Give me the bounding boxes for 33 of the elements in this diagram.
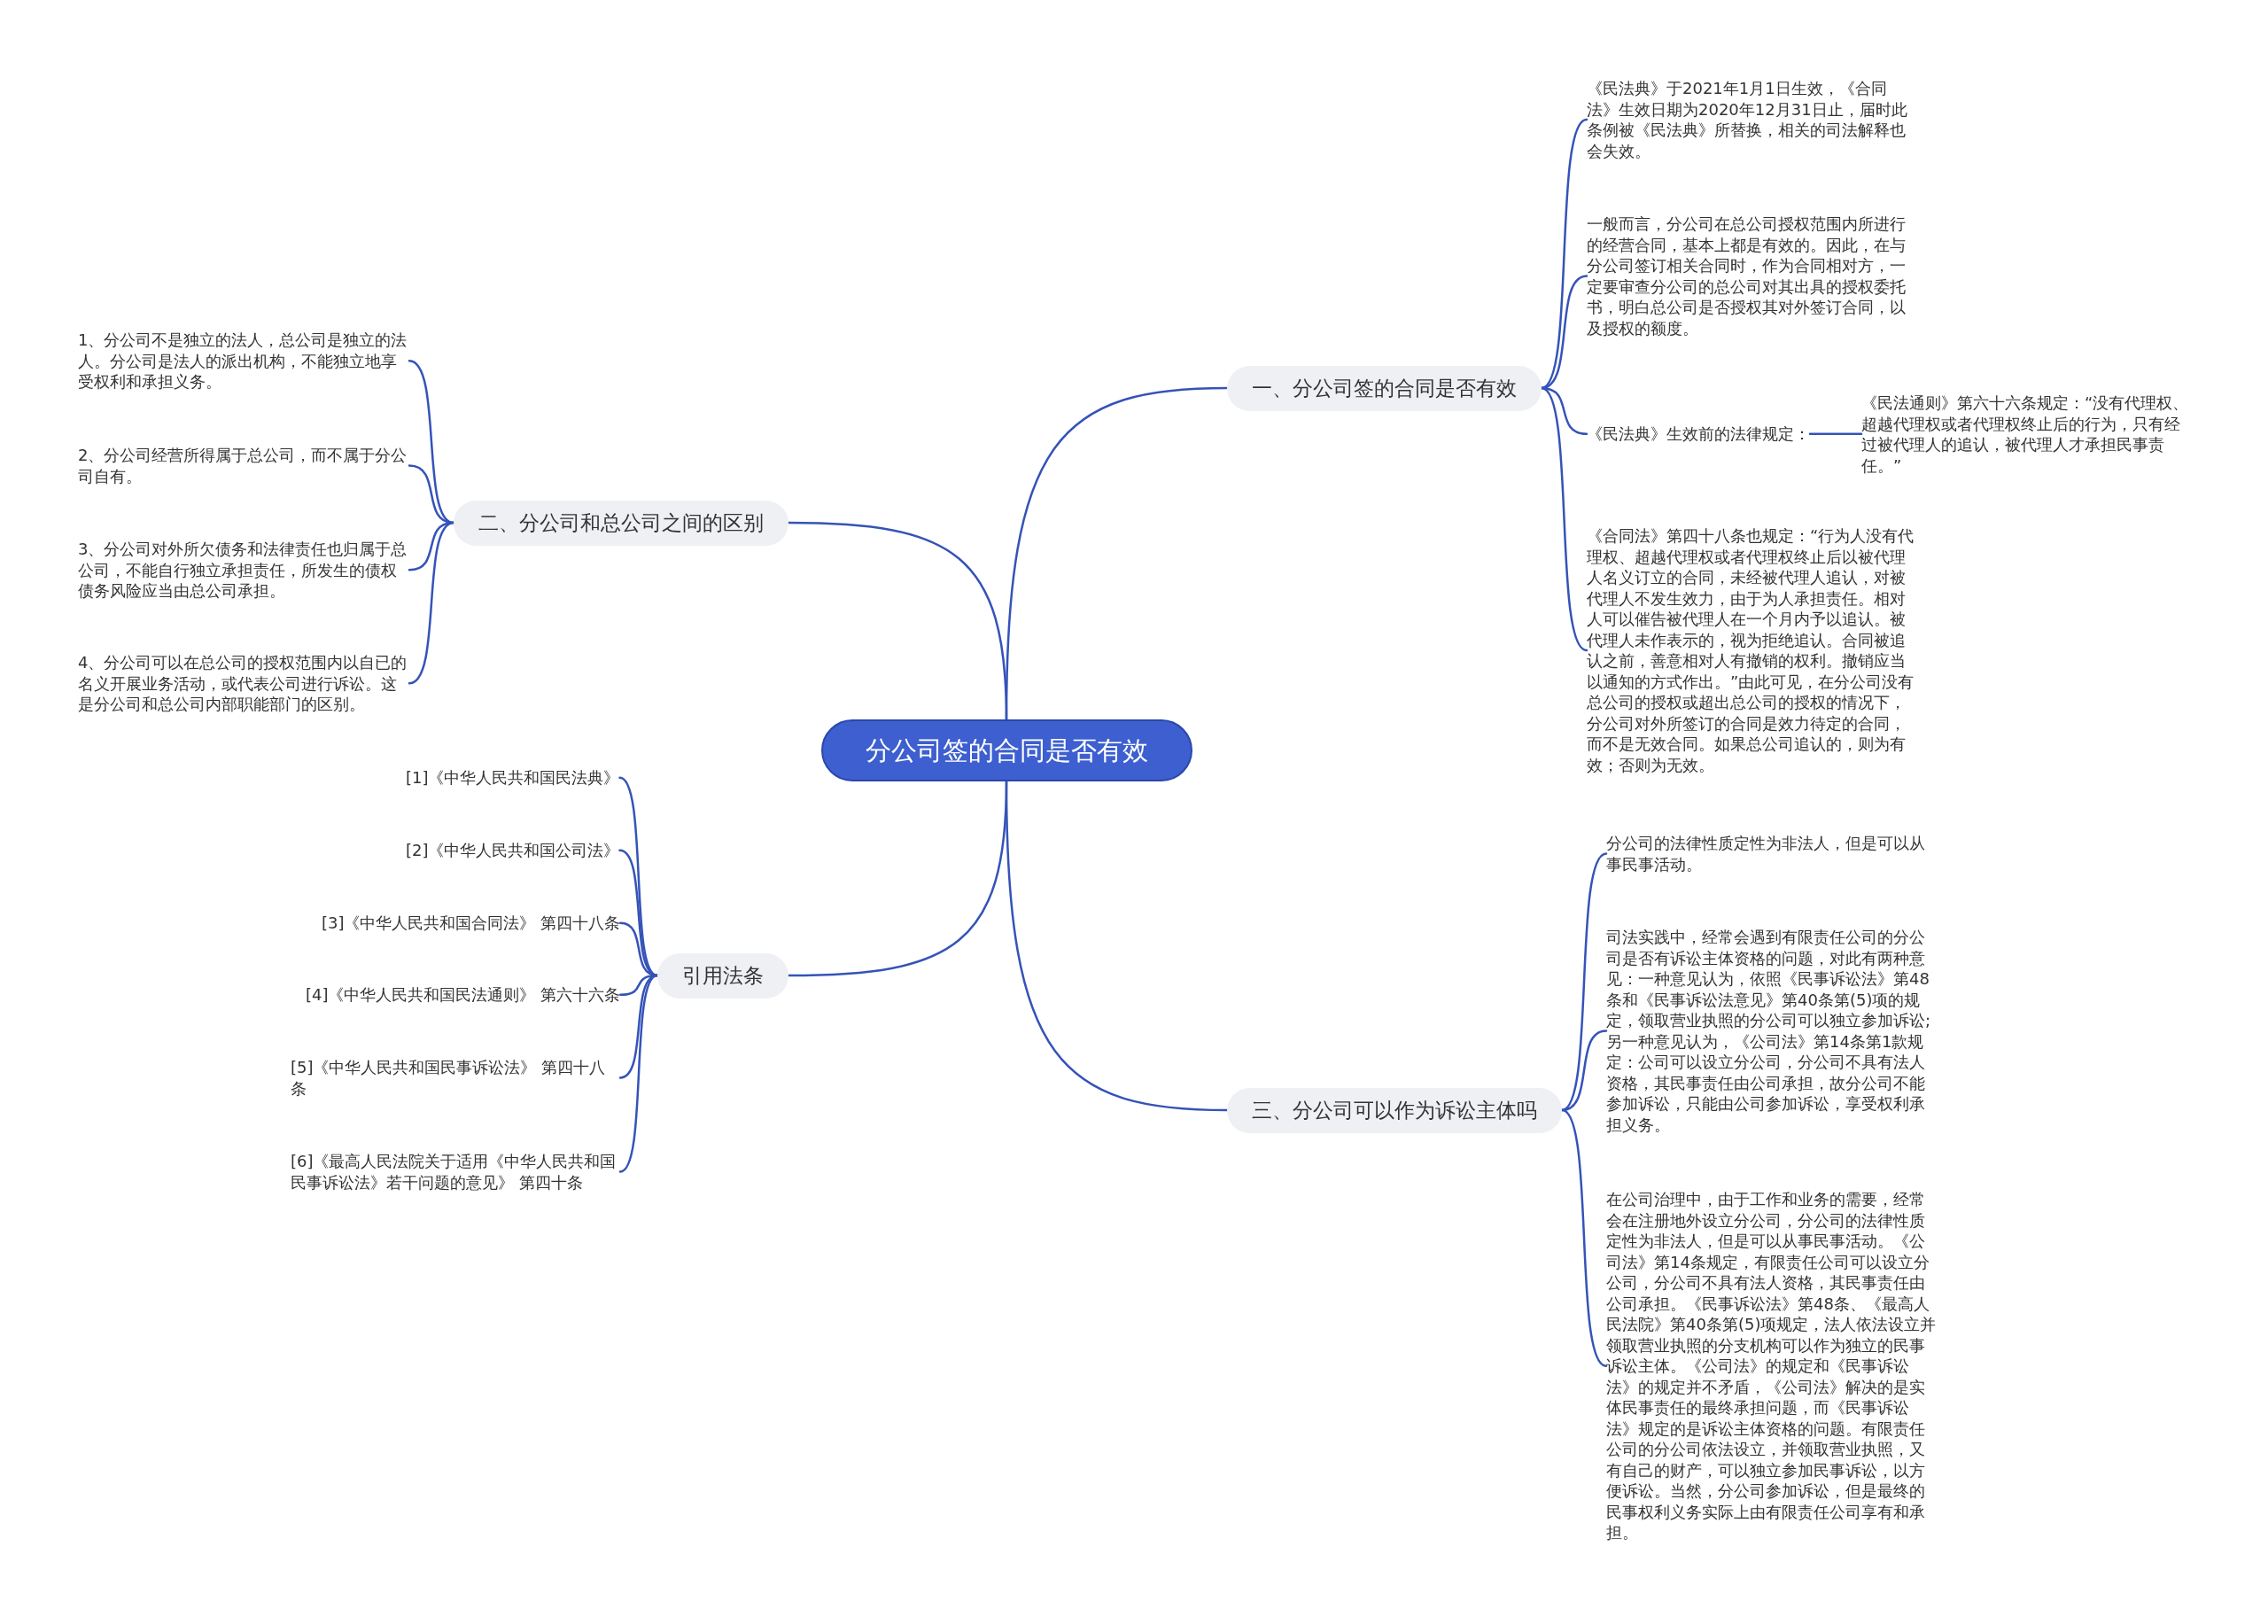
detail-text: 2、分公司经营所得属于总公司，而不属于分公司自有。 — [78, 445, 409, 486]
detail-text: [5]《中华人民共和国民事诉讼法》 第四十八条 — [291, 1057, 620, 1099]
central-topic-node: 分公司签的合同是否有效 — [820, 719, 1192, 781]
detail-text: [1]《中华人民共和国民法典》 — [406, 767, 620, 789]
detail-text: [2]《中华人民共和国公司法》 — [406, 840, 620, 861]
connector-line — [1560, 852, 1608, 1112]
detail-text: 3、分公司对外所欠债务和法律责任也归属于总公司，不能自行独立承担责任，所发生的债权债务风险应当由总公司承担。 — [78, 539, 409, 602]
detail-text: 《合同法》第四十八条也规定：“行为人没有代理权、超越代理权或者代理权终止后以被代理人名义订立的合同，未经被代理人追认，对被代理人不发生效力，由于为人承担责任。相对人可以催告被代理人在一个月内予以追认。被代理人未作表示的，视为拒绝追认。合同被追认之前，善意相对人有撤销的权利。撤销应当以通知的方式作出。”由此可见，在分公司没有总公司的授权或超出总公司的授权的情况下，分公司对外所签订的合同是效力待定的合同，而不是无效合同。如果总公司追认的，则为有效；否则为无效。 — [1587, 525, 1916, 775]
detail-text: [4]《中华人民共和国民法通则》 第六十六条 — [306, 984, 621, 1006]
subtopic-node: 一、分公司签的合同是否有效 — [1227, 365, 1542, 411]
detail-text: 4、分公司可以在总公司的授权范围内以自已的名义开展业务活动，或代表公司进行诉讼。这是分公司和总公司内部职能部门的区别。 — [78, 652, 409, 715]
connector-line — [787, 780, 1008, 977]
detail-text: [3]《中华人民共和国合同法》 第四十八条 — [322, 913, 621, 934]
connector-line — [1560, 1108, 1608, 1368]
connector-line — [787, 521, 1008, 721]
connector-line — [408, 521, 455, 685]
detail-text: 《民法典》生效前的法律规定： — [1587, 423, 1810, 445]
detail-text: 《民法典》于2021年1月1日生效，《合同法》生效日期为2020年12月31日止，届时此条例被《民法典》所替换，相关的司法解释也会失效。 — [1587, 78, 1916, 161]
detail-text: [6]《最高人民法院关于适用《中华人民共和国民事诉讼法》若干问题的意见》 第四十条 — [291, 1151, 620, 1193]
connector-line — [1808, 432, 1863, 436]
connector-line — [618, 974, 659, 1173]
subtopic-node: 二、分公司和总公司之间的区别 — [454, 500, 788, 546]
detail-text: 司法实践中，经常会遇到有限责任公司的分公司是否有诉讼主体资格的问题，对此有两种意见：一种意见认为，依照《民事诉讼法》第48条和《民事诉讼法意见》第40条第(5)项的规定，领取营业执照的分公司可以独立参加诉讼;另一种意见认为，《公司法》第14条第1款规定：公司可以设立分公司，分公司不具有法人资格，其民事责任由公司承担，故分公司不能参加诉讼，只能由公司参加诉讼，享受权利承担义务。 — [1606, 927, 1939, 1135]
subtopic-node: 引用法条 — [657, 952, 788, 998]
connector-line — [1540, 118, 1588, 390]
detail-text: 一般而言，分公司在总公司授权范围内所进行的经营合同，基本上都是有效的。因此，在与分公司签订相关合同时，作为合同相对方，一定要审查分公司的总公司对其出具的授权委托书，明白总公司是否授权其对外签订合同，以及授权的额度。 — [1587, 214, 1916, 338]
connector-line — [618, 776, 659, 977]
connector-line — [1540, 386, 1588, 652]
detail-text: 《民法通则》第六十六条规定：“没有代理权、超越代理权或者代理权终止后的行为，只有经过被代理人的追认，被代理人才承担民事责任。” — [1861, 392, 2191, 476]
detail-text: 1、分公司不是独立的法人，总公司是独立的法人。分公司是法人的派出机构，不能独立地享受权利和承担义务。 — [78, 330, 409, 392]
subtopic-node: 三、分公司可以作为诉讼主体吗 — [1227, 1087, 1562, 1133]
detail-text: 分公司的法律性质定性为非法人，但是可以从事民事活动。 — [1606, 833, 1939, 874]
detail-text: 在公司治理中，由于工作和业务的需要，经常会在注册地外设立分公司，分公司的法律性质定性为非法人，但是可以从事民事活动。《公司法》第14条规定，有限责任公司可以设立分公司，分公司不具有法人资格，其民事责任由公司承担。《民事诉讼法》第48条、《最高人民法院》第40条第(5)项规定，法人依法设立并领取营业执照的分支机构可以作为独立的民事诉讼主体。《公司法》的规定和《民事诉讼法》的规定并不矛盾，《公司法》解决的是实体民事责任的最终承担问题，而《民事诉讼法》规定的是诉讼主体资格的问题。有限责任公司的分公司依法设立，并领取营业执照，又有自己的财产，可以独立参加民事诉讼，以方便诉讼。当然，分公司参加诉讼，但是最终的民事权利义务实际上由有限责任公司享有和承担。 — [1606, 1189, 1939, 1543]
